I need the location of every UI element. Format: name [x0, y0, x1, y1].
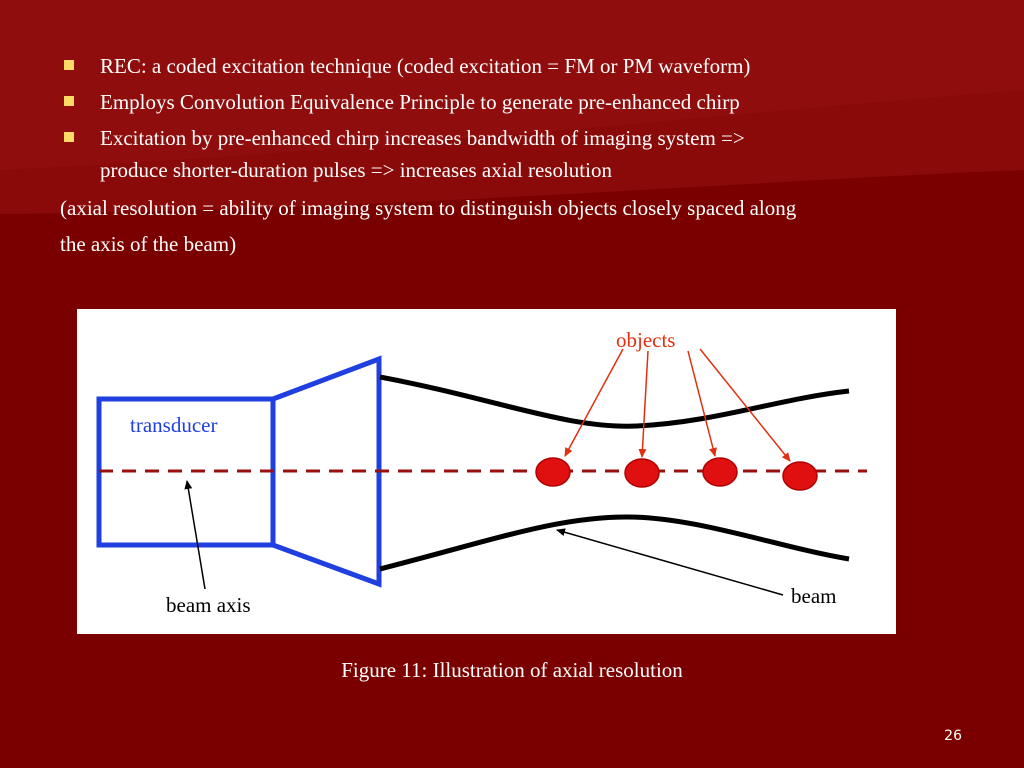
bullet-item: Employs Convolution Equivalence Principl…: [60, 86, 980, 118]
bullet-text-continued: produce shorter-duration pulses => incre…: [100, 158, 612, 182]
objects-arrow: [687, 350, 717, 457]
bullet-text: Employs Convolution Equivalence Principl…: [100, 90, 740, 114]
bullet-marker: [64, 96, 74, 106]
bullet-marker: [64, 60, 74, 70]
object-marker: [702, 457, 738, 487]
bullet-marker: [64, 132, 74, 142]
beam-lower-edge: [379, 514, 850, 572]
axial-resolution-figure: transducer objects beam beam axis: [77, 309, 896, 634]
definition-line-2: the axis of the beam): [60, 232, 237, 256]
beam-upper-edge: [379, 374, 850, 429]
figure-diagram: transducer objects beam beam axis: [96, 328, 867, 617]
objects-arrow: [638, 350, 649, 458]
bullet-item: REC: a coded excitation technique (coded…: [60, 50, 980, 82]
objects-label: objects: [616, 328, 675, 352]
beam-axis-arrow: [184, 480, 206, 590]
object-marker: [535, 457, 571, 487]
object-marker: [624, 458, 660, 488]
slide-body: REC: a coded excitation technique (coded…: [60, 50, 980, 262]
beam-arrow: [556, 528, 784, 596]
bullet-text: Excitation by pre-enhanced chirp increas…: [100, 126, 745, 150]
bullet-item: Excitation by pre-enhanced chirp increas…: [60, 122, 980, 186]
beam-label: beam: [791, 584, 836, 608]
figure-caption: Figure 11: Illustration of axial resolut…: [341, 658, 683, 682]
definition-line-1: (axial resolution = ability of imaging s…: [60, 196, 797, 220]
beam-axis-label: beam axis: [166, 593, 251, 617]
page-number: 26: [944, 728, 962, 744]
objects-arrow: [699, 348, 791, 462]
objects-arrow: [564, 348, 624, 457]
definition-paragraph: (axial resolution = ability of imaging s…: [60, 190, 980, 262]
object-marker: [782, 461, 818, 491]
transducer-label: transducer: [130, 413, 217, 437]
bullet-text: REC: a coded excitation technique (coded…: [100, 54, 751, 78]
